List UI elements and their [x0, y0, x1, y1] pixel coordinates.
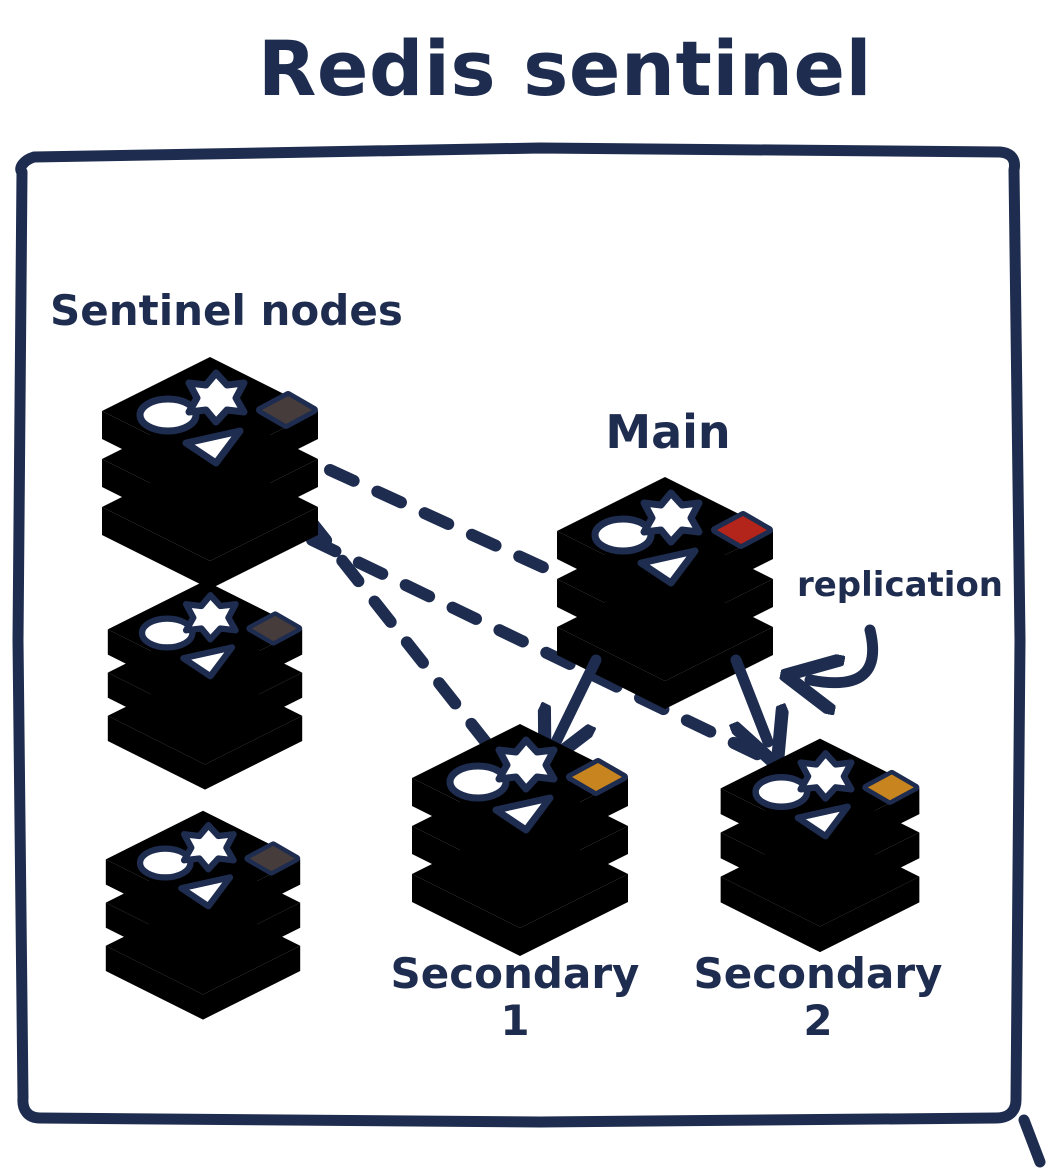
node-sentinel-3[interactable] [105, 810, 301, 1020]
node-sentinel-2[interactable] [107, 580, 303, 790]
secondary-2-index: 2 [803, 996, 832, 1045]
page-title: Redis sentinel [258, 24, 872, 113]
arrow-main-to-secondary-1 [556, 654, 602, 742]
secondary-2-label: Secondary [694, 949, 943, 998]
node-secondary-1[interactable] [412, 724, 628, 956]
link-sentinel-to-secondary-1 [304, 514, 506, 766]
secondary-1-label: Secondary [391, 949, 640, 998]
arrow-replication-callout [810, 624, 879, 683]
main-label: Main [605, 405, 730, 459]
link-sentinel-to-secondary-2 [306, 534, 796, 776]
node-secondary-2[interactable] [720, 738, 920, 953]
arrow-main-to-secondary-2 [736, 654, 768, 742]
node-main[interactable] [557, 477, 773, 709]
secondary-1-index: 1 [500, 996, 529, 1045]
frame-corner-tick [1018, 1114, 1046, 1168]
sentinel-nodes-label: Sentinel nodes [50, 286, 403, 335]
node-sentinel-1[interactable] [102, 357, 318, 589]
replication-label: replication [797, 565, 1003, 605]
monitoring-links [304, 464, 796, 776]
diagram-frame [12, 142, 1026, 1128]
link-sentinel-to-main [324, 464, 566, 581]
replication-links [556, 654, 768, 742]
